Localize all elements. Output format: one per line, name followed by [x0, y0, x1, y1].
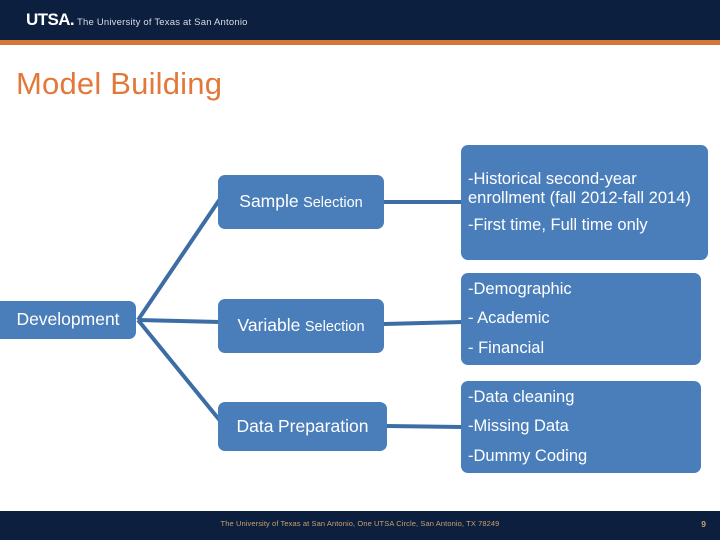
node-data-preparation[interactable]: Data Preparation	[218, 402, 387, 451]
node-sample-selection[interactable]: Sample Selection	[218, 175, 384, 229]
node-data-preparation-label-secondary: Preparation	[277, 415, 369, 436]
utsa-logo: UTSA. The University of Texas at San Ant…	[26, 11, 248, 28]
panel-data-detail-0: -Data cleaning	[468, 388, 575, 407]
node-sample-selection-label: Sample Selection	[218, 191, 384, 212]
footer-page-number: 9	[701, 519, 706, 529]
panel-sample-detail-1: -First time, Full time only	[468, 216, 648, 235]
node-variable-selection-label-primary: Variable	[237, 315, 301, 336]
node-data-preparation-label-primary: Data	[236, 415, 274, 436]
connector-development-to-sample	[136, 194, 224, 322]
utsa-logo-wordmark: UTSA.	[26, 10, 75, 29]
panel-variable-selection-details[interactable]: -Demographic - Academic - Financial	[461, 273, 701, 365]
panel-data-preparation-details[interactable]: -Data cleaning -Missing Data -Dummy Codi…	[461, 381, 701, 473]
panel-variable-detail-1: - Academic	[468, 309, 550, 328]
node-variable-selection[interactable]: Variable Selection	[218, 299, 384, 353]
node-variable-selection-label: Variable Selection	[218, 315, 384, 336]
panel-sample-detail-0: -Historical second-year enrollment (fall…	[468, 169, 691, 207]
panel-variable-detail-2: - Financial	[468, 338, 545, 357]
panel-variable-detail-0: -Demographic	[468, 280, 572, 299]
footer-address: The University of Texas at San Antonio, …	[220, 519, 500, 528]
node-development[interactable]: Development	[0, 301, 136, 339]
page-title: Model Building	[16, 66, 223, 101]
node-sample-selection-label-secondary: Selection	[303, 195, 363, 212]
utsa-logo-tagline: The University of Texas at San Antonio	[77, 17, 248, 28]
footer-bar	[0, 511, 720, 540]
panel-data-detail-1: -Missing Data	[468, 417, 569, 436]
header-bar	[0, 0, 720, 40]
panel-sample-selection-details[interactable]: -Historical second-year enrollment (fall…	[461, 145, 708, 260]
connector-development-to-datapre	[136, 318, 228, 430]
connector-development-to-variable	[137, 318, 221, 324]
header-accent-bar	[0, 40, 720, 45]
panel-data-detail-2: -Dummy Coding	[468, 446, 588, 465]
node-development-label: Development	[16, 309, 120, 330]
connector-datapre-to-panel	[386, 424, 463, 429]
node-data-preparation-label: Data Preparation	[218, 415, 387, 437]
node-variable-selection-label-secondary: Selection	[304, 319, 365, 336]
connector-variable-to-panel	[383, 320, 463, 326]
node-sample-selection-label-primary: Sample	[239, 191, 299, 212]
